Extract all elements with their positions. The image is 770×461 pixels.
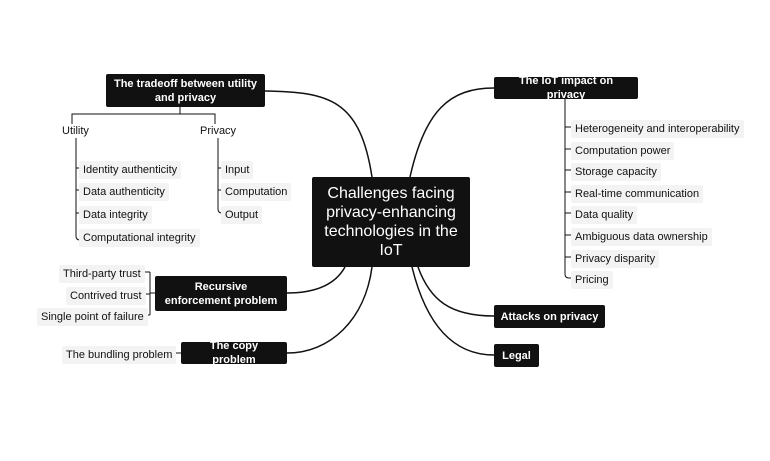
iot-item-data-quality[interactable]: Data quality <box>571 206 638 224</box>
privacy-item-input[interactable]: Input <box>221 161 254 179</box>
iot-impact-node[interactable]: The IoT impact on privacy <box>494 75 638 101</box>
central-topic-label: Challenges facing privacy-enhancing tech… <box>324 185 458 259</box>
tradeoff-node[interactable]: The tradeoff between utility and privacy <box>106 74 265 107</box>
privacy-item-output[interactable]: Output <box>221 206 263 224</box>
connector-legal <box>411 266 495 356</box>
connector-attacks <box>417 266 495 317</box>
utility-node[interactable]: Utility <box>62 125 89 137</box>
utility-item-data-integrity[interactable]: Data integrity <box>79 206 152 224</box>
connector-recursive-items <box>142 271 155 316</box>
recursive-enforcement-node[interactable]: Recursive enforcement problem <box>155 276 287 311</box>
iot-item-pricing[interactable]: Pricing <box>571 271 613 289</box>
connector-copy <box>286 266 373 354</box>
copy-problem-label: The copy problem <box>209 340 259 366</box>
recursive-enforcement-label: Recursive enforcement problem <box>164 280 278 307</box>
iot-item-computation-power[interactable]: Computation power <box>571 142 675 160</box>
utility-item-computational-integrity[interactable]: Computational integrity <box>79 229 200 247</box>
attacks-on-privacy-label: Attacks on privacy <box>500 310 599 323</box>
iot-item-privacy-disparity[interactable]: Privacy disparity <box>571 250 660 268</box>
legal-node[interactable]: Legal <box>494 344 539 367</box>
recursive-item-third-party-trust[interactable]: Third-party trust <box>59 265 145 283</box>
iot-impact-label: The IoT impact on privacy <box>518 75 614 101</box>
copy-problem-node[interactable]: The copy problem <box>181 340 287 366</box>
tradeoff-label: The tradeoff between utility and privacy <box>113 77 257 104</box>
connector-recursive <box>286 266 346 294</box>
iot-item-ambiguous-data-ownership[interactable]: Ambiguous data ownership <box>571 228 712 246</box>
iot-item-heterogeneity[interactable]: Heterogeneity and interoperability <box>571 120 744 138</box>
connector-privacy <box>180 113 216 124</box>
connector-iot-impact <box>409 87 495 178</box>
legal-label: Legal <box>502 349 531 362</box>
attacks-on-privacy-node[interactable]: Attacks on privacy <box>494 305 605 328</box>
utility-item-data-authenticity[interactable]: Data authenticity <box>79 183 169 201</box>
connector-tradeoff <box>264 90 373 178</box>
iot-item-storage-capacity[interactable]: Storage capacity <box>571 163 661 181</box>
central-topic[interactable]: Challenges facing privacy-enhancing tech… <box>312 177 470 267</box>
recursive-item-single-point-of-failure[interactable]: Single point of failure <box>37 308 148 326</box>
privacy-item-computation[interactable]: Computation <box>221 183 292 201</box>
connector-utility <box>71 107 181 124</box>
copy-item-bundling-problem[interactable]: The bundling problem <box>62 346 177 364</box>
iot-item-real-time-communication[interactable]: Real-time communication <box>571 185 704 203</box>
privacy-node[interactable]: Privacy <box>200 125 237 137</box>
recursive-item-contrived-trust[interactable]: Contrived trust <box>66 287 146 305</box>
utility-item-identity-authenticity[interactable]: Identity authenticity <box>79 161 182 179</box>
connector-iot-items <box>564 97 571 279</box>
